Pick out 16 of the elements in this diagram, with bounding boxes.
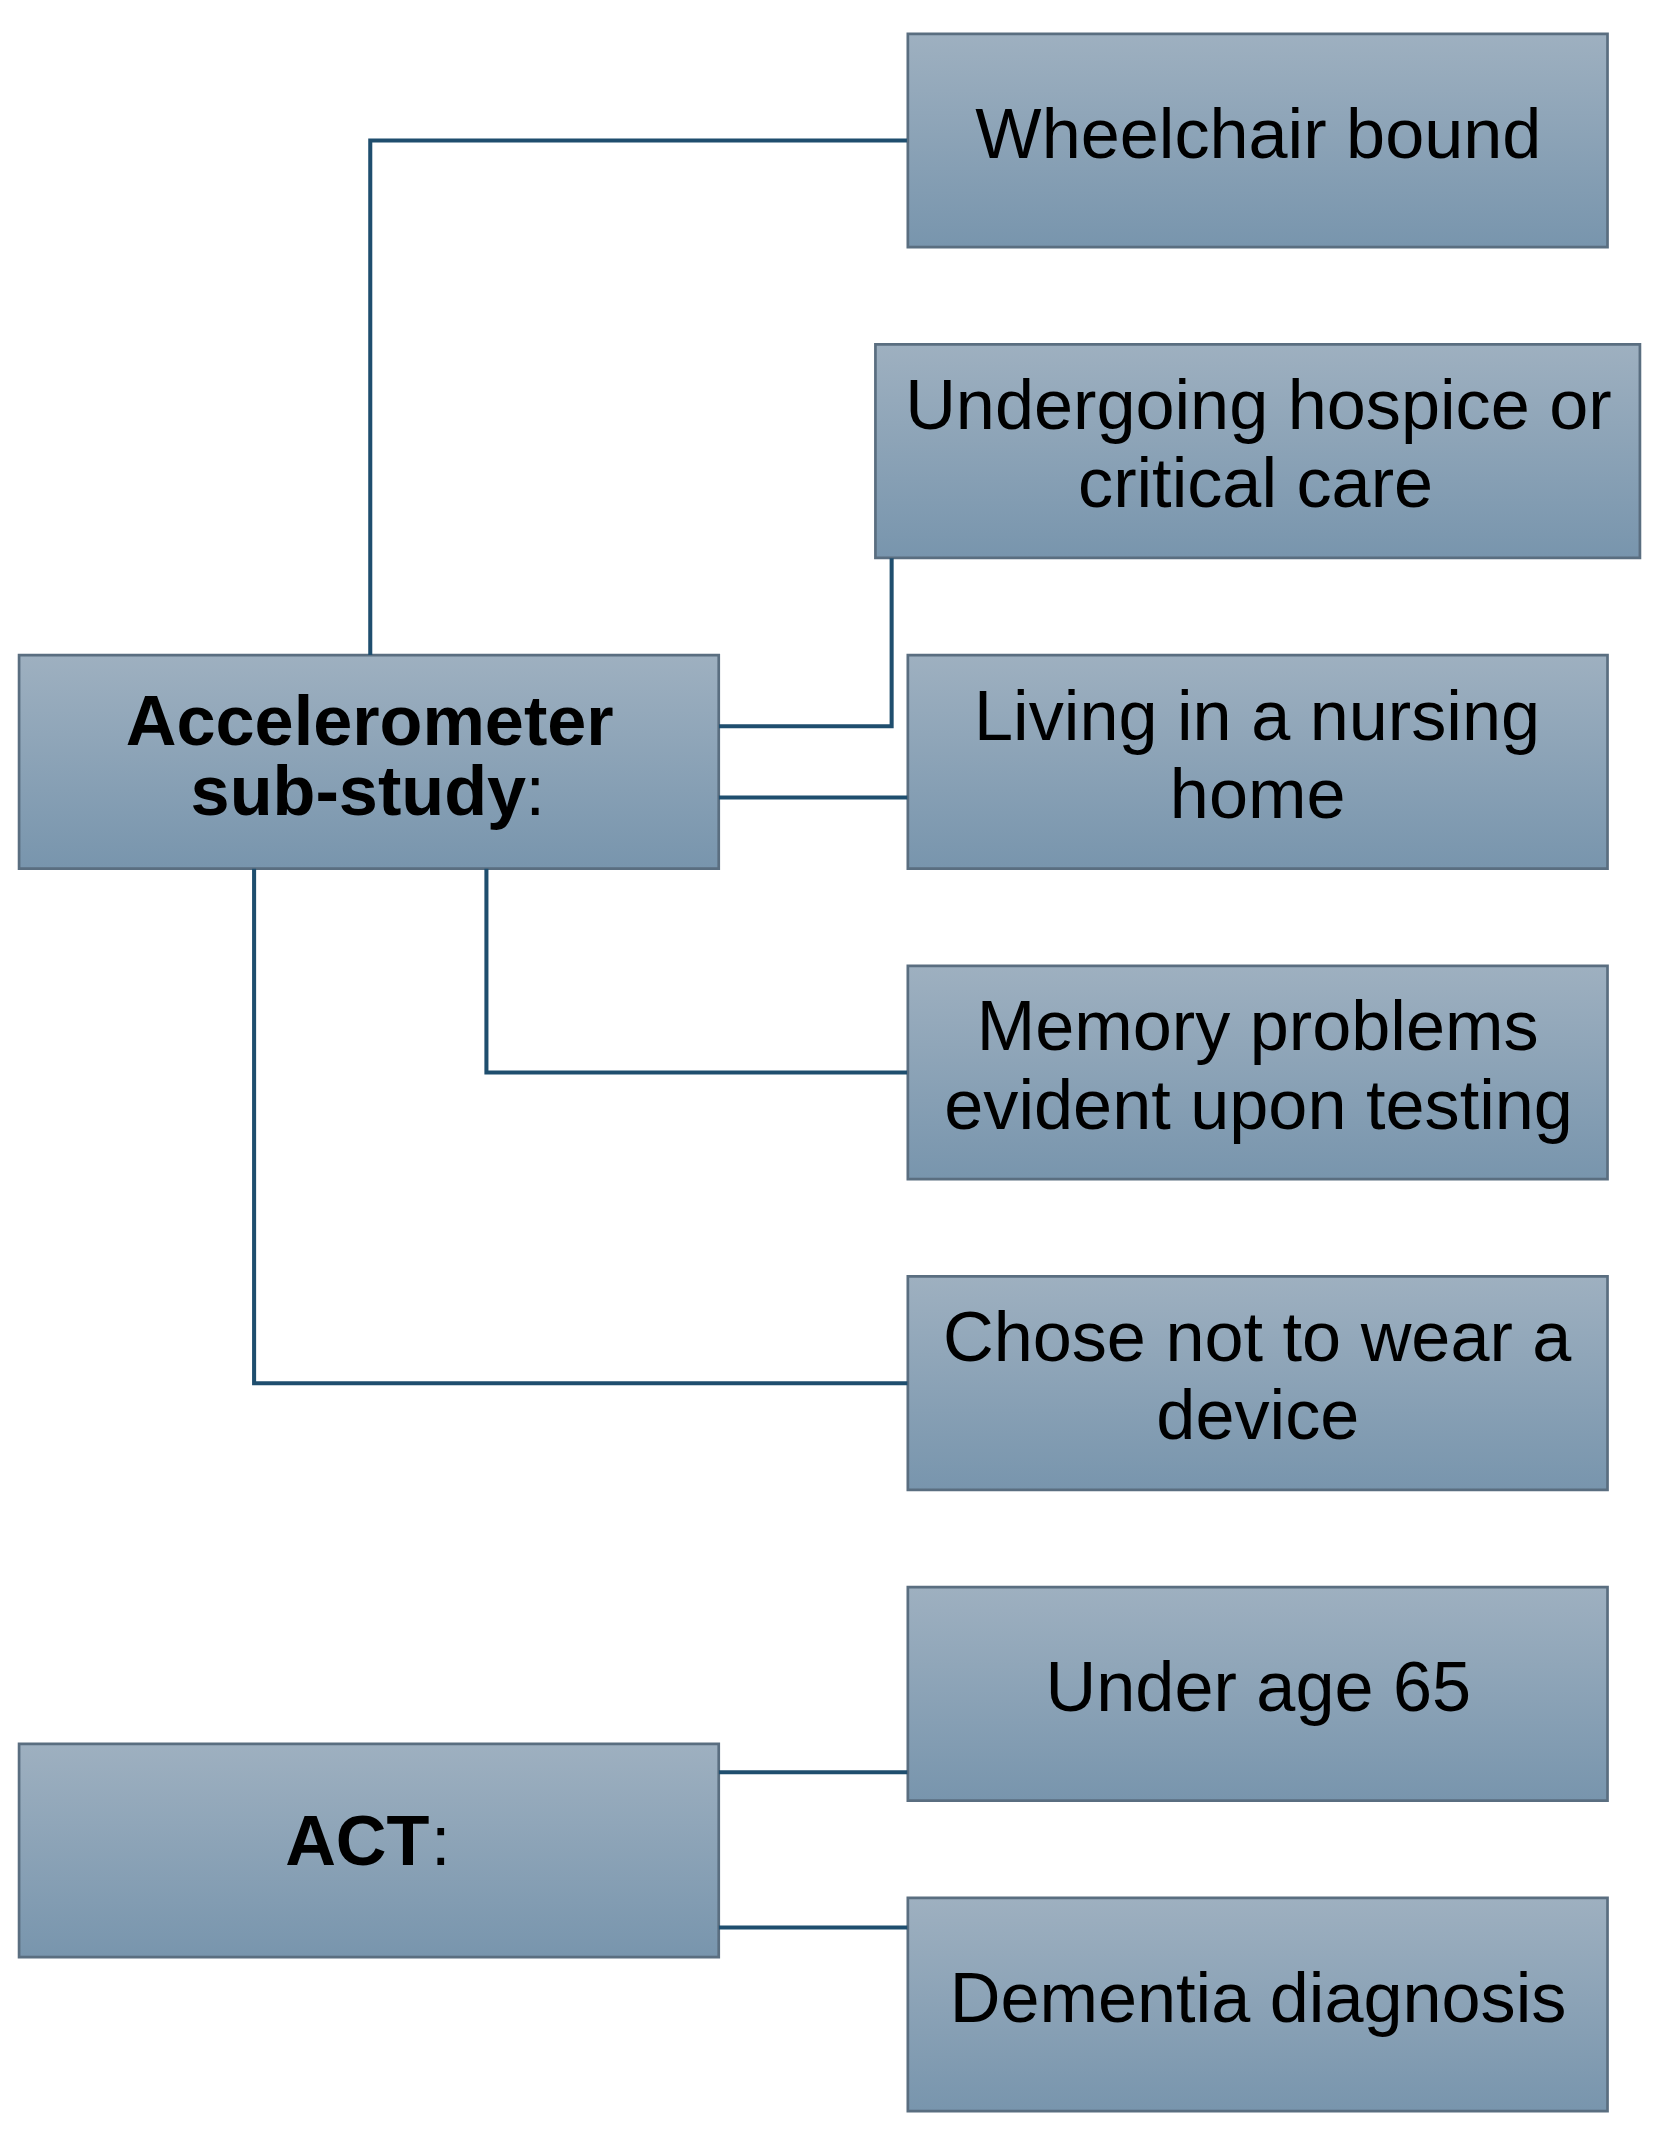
node-box: Memory problems evident upon testing: [906, 963, 1609, 1181]
node-box: ACT:: [17, 1741, 721, 1959]
connector: [718, 1769, 908, 1774]
node-box: Dementia diagnosis: [906, 1895, 1609, 2113]
connector: [718, 794, 908, 799]
node-box: Wheelchair bound: [906, 31, 1609, 249]
connector: [718, 1924, 908, 1930]
connector: [484, 868, 908, 1075]
node-box: Accelerometer sub-study:: [17, 653, 721, 870]
connector: [368, 138, 907, 655]
node-box: Living in a nursing home: [906, 653, 1609, 870]
connector: [252, 868, 908, 1385]
connector: [719, 557, 894, 728]
node-box: Undergoing hospice or critical care: [874, 342, 1642, 559]
node-box: Chose not to wear a device: [906, 1274, 1609, 1491]
node-box: Under age 65: [906, 1585, 1609, 1802]
